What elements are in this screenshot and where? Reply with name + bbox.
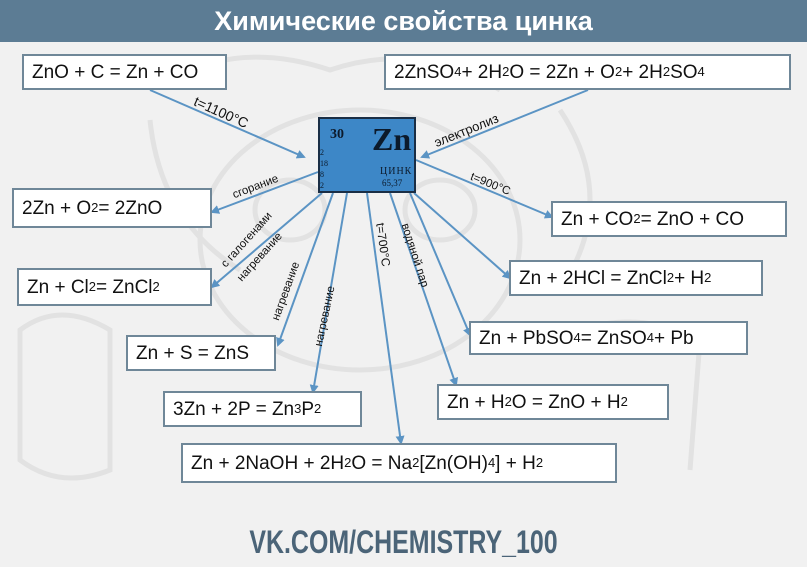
arrow-zn-s [276, 192, 334, 347]
arrow-zn-hcl [413, 192, 512, 280]
arrow-zn-naoh [366, 192, 405, 445]
arrow-zno-c [149, 89, 306, 159]
equation-zn-s: Zn + S = ZnS [126, 335, 276, 371]
arrow-zn-o2 [210, 171, 319, 214]
electron-shell: 2 [320, 148, 324, 157]
electron-shell: 18 [320, 159, 328, 168]
arrow-zn-h2o [389, 192, 458, 387]
arrow-zn-cl2 [210, 192, 323, 289]
page-title: Химические свойства цинка [214, 5, 593, 36]
arrow-znso4-h2o [420, 89, 589, 159]
arrow-zn-co2 [415, 159, 554, 219]
arrow-zn-p [309, 192, 348, 394]
equation-zno-c: ZnO + C = Zn + CO [22, 54, 227, 90]
electron-shell: 8 [320, 170, 324, 179]
footer-link: VK.COM/CHEMISTRY_100 [249, 524, 558, 560]
atomic-mass: 65,37 [382, 178, 403, 188]
atomic-number: 30 [330, 127, 344, 142]
electron-shell: 2 [320, 181, 324, 190]
arrow-zn-pbso4 [409, 192, 472, 337]
element-symbol: Zn [372, 121, 412, 157]
element-name: ЦИНК [380, 166, 413, 177]
title-bar: Химические свойства цинка [0, 0, 807, 42]
zinc-element-tile: 30 Zn 2 18 8 2 ЦИНК 65,37 [318, 117, 416, 193]
